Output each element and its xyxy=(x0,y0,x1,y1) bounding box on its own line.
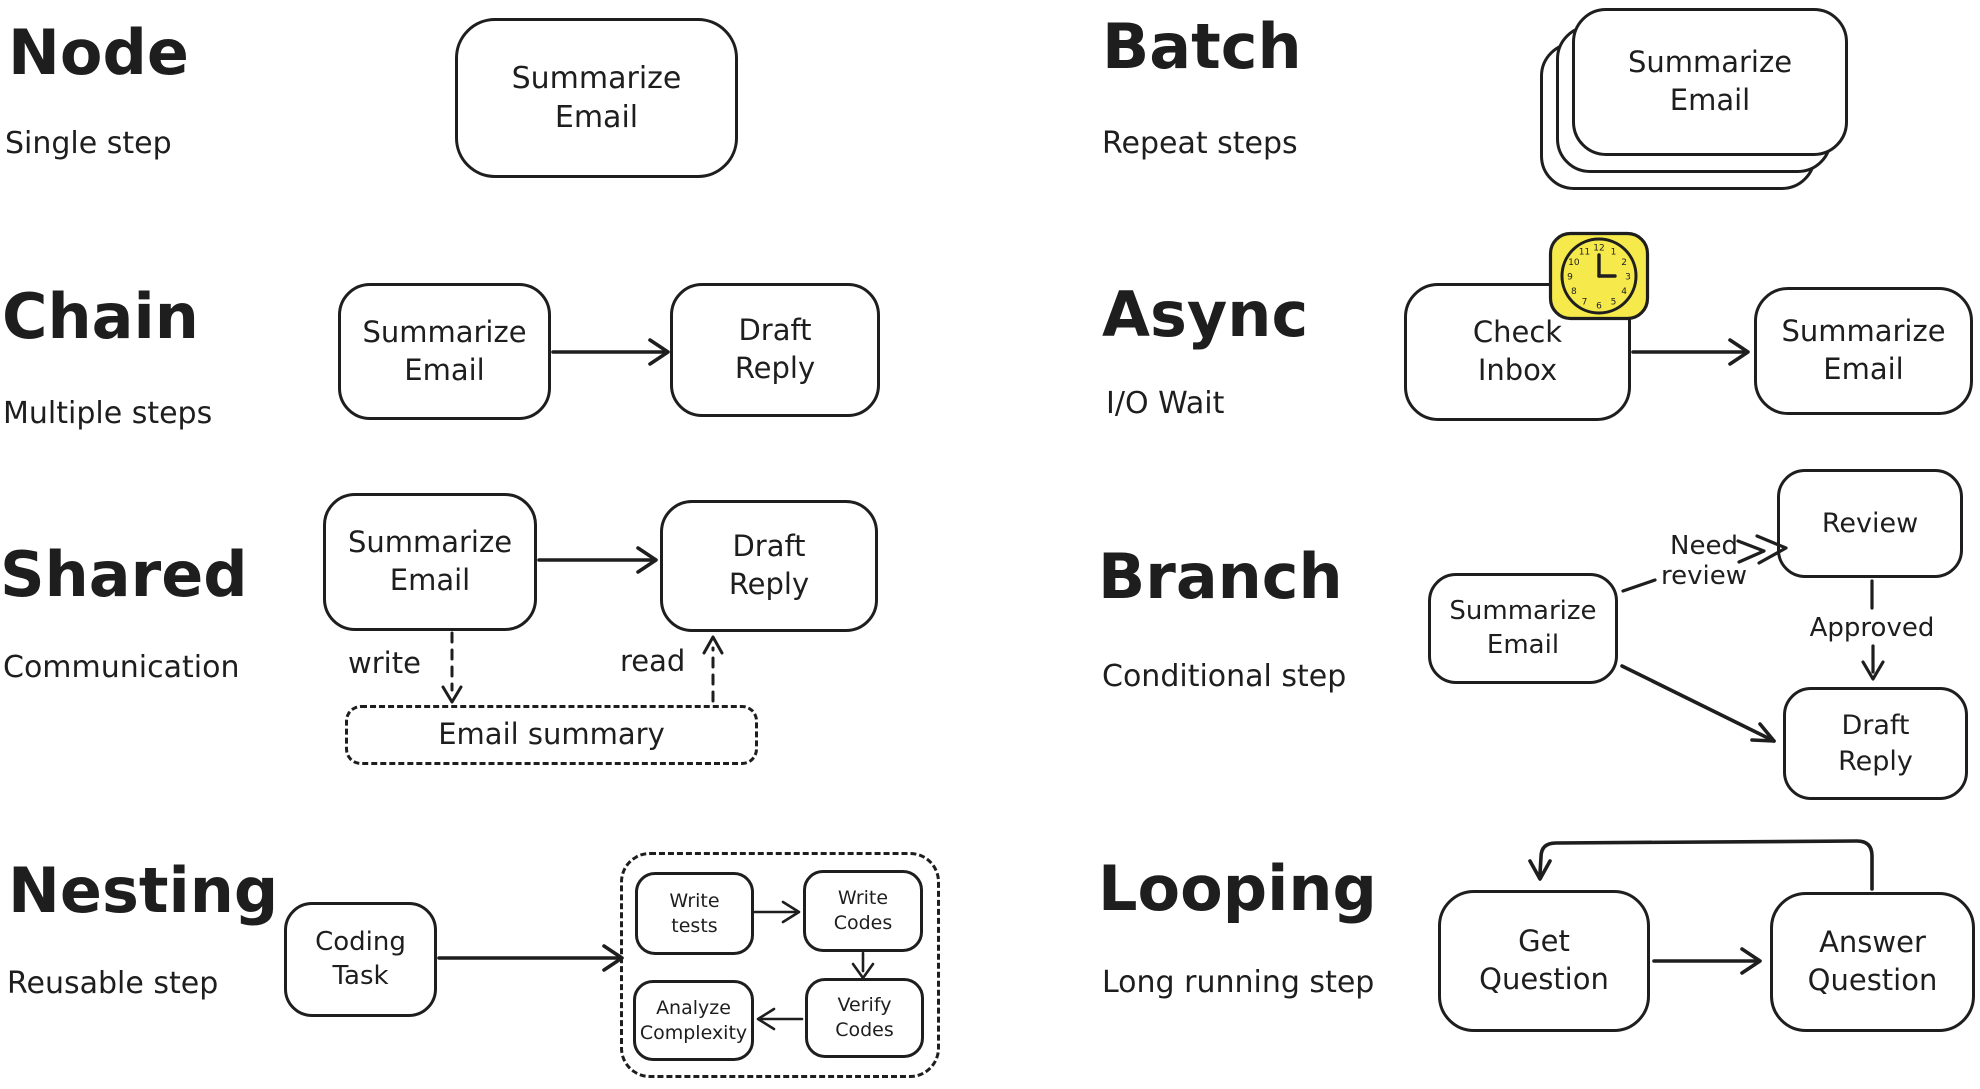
async-section-subtitle: I/O Wait xyxy=(1106,386,1225,421)
nesting-box-analyze-complexity: Analyze Complexity xyxy=(633,980,754,1061)
node-section-subtitle: Single step xyxy=(5,126,172,161)
batch-section-title: Batch xyxy=(1102,10,1302,83)
looping-section-title: Looping xyxy=(1098,852,1377,925)
svg-text:7: 7 xyxy=(1582,298,1588,308)
branch-diagonal-arrow xyxy=(1620,664,1776,743)
chain-arrow xyxy=(551,338,670,366)
chain-section-title: Chain xyxy=(2,280,199,353)
svg-text:10: 10 xyxy=(1568,258,1580,268)
looping-back-arrow xyxy=(1528,839,1874,891)
svg-text:6: 6 xyxy=(1596,302,1602,312)
nesting-section-title: Nesting xyxy=(8,854,279,927)
chain-box-summarize-email: Summarize Email xyxy=(338,283,551,420)
batch-section-subtitle: Repeat steps xyxy=(1102,126,1298,161)
batch-card-front: Summarize Email xyxy=(1572,8,1848,156)
shared-section-subtitle: Communication xyxy=(3,650,240,685)
shared-write-arrow xyxy=(441,631,463,704)
branch-section-title: Branch xyxy=(1098,540,1343,613)
svg-text:1: 1 xyxy=(1611,247,1617,257)
svg-text:8: 8 xyxy=(1571,287,1577,297)
svg-text:12: 12 xyxy=(1593,244,1604,254)
nesting-box-write-codes: Write Codes xyxy=(803,870,923,952)
shared-write-label: write xyxy=(348,646,421,680)
shared-read-label: read xyxy=(620,644,686,678)
nesting-box-verify-codes: Verify Codes xyxy=(805,978,924,1058)
svg-text:4: 4 xyxy=(1621,287,1627,297)
shared-arrow xyxy=(537,546,658,574)
chain-box-draft-reply: Draft Reply xyxy=(670,283,880,417)
branch-box-draft-reply: Draft Reply xyxy=(1783,687,1968,800)
branch-section-subtitle: Conditional step xyxy=(1102,659,1347,694)
nesting-section-subtitle: Reusable step xyxy=(7,966,219,1001)
branch-need-review-label: Need review xyxy=(1661,531,1747,591)
chain-section-subtitle: Multiple steps xyxy=(3,396,213,431)
shared-section-title: Shared xyxy=(0,538,248,611)
async-section-title: Async xyxy=(1102,278,1309,351)
looping-box-get-question: Get Question xyxy=(1438,890,1650,1032)
looping-box-answer-question: Answer Question xyxy=(1770,892,1975,1032)
looping-section-subtitle: Long running step xyxy=(1102,965,1375,1000)
svg-text:5: 5 xyxy=(1611,298,1617,308)
clock-icon-face xyxy=(1560,237,1638,315)
svg-text:3: 3 xyxy=(1625,273,1631,283)
nesting-box-coding-task: Coding Task xyxy=(284,902,437,1017)
svg-text:11: 11 xyxy=(1579,247,1590,257)
looping-forward-arrow xyxy=(1652,947,1762,975)
node-step-box: Summarize Email xyxy=(455,18,738,178)
async-arrow xyxy=(1631,338,1750,366)
nesting-box-write-tests: Write tests xyxy=(635,872,754,955)
shared-box-summarize-email: Summarize Email xyxy=(323,493,537,631)
shared-read-arrow xyxy=(702,635,724,703)
branch-box-review: Review xyxy=(1777,469,1963,578)
shared-box-draft-reply: Draft Reply xyxy=(660,500,878,632)
node-section-title: Node xyxy=(8,16,189,89)
svg-text:9: 9 xyxy=(1567,273,1573,283)
branch-approved-label: Approved xyxy=(1809,613,1935,643)
svg-text:2: 2 xyxy=(1621,258,1627,268)
async-box-summarize-email: Summarize Email xyxy=(1754,287,1973,415)
nesting-arrow xyxy=(437,944,624,972)
branch-box-summarize-email: Summarize Email xyxy=(1428,573,1618,684)
shared-store-email-summary: Email summary xyxy=(345,705,758,765)
